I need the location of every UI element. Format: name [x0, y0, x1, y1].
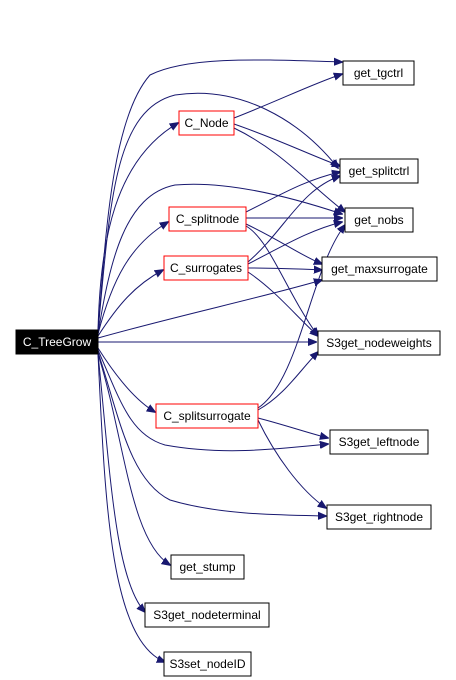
edge-treegrow-to-splitnode — [97, 222, 168, 335]
node-get-nobs-label: get_nobs — [354, 213, 403, 227]
node-get-maxsurrogate-label: get_maxsurrogate — [331, 262, 428, 276]
edge-surrogates-to-s3get-nodeweights — [247, 271, 318, 336]
edge-splitsurrogate-to-s3get-leftnode — [257, 417, 328, 438]
edge-splitnode-to-get-splitctrl — [245, 172, 340, 213]
node-s3get-rightnode-label: S3get_rightnode — [335, 510, 423, 524]
edge-node-to-get-tgctrl — [233, 74, 342, 119]
edge-splitsurrogate-to-s3get-rightnode — [257, 419, 326, 508]
node-s3set-nodeid-label: S3set_nodeID — [169, 657, 245, 671]
edge-treegrow-to-s3get-nodeterminal — [97, 353, 145, 612]
edge-surrogates-to-get-maxsurrogate — [247, 268, 322, 270]
edge-treegrow-to-s3set-nodeid — [97, 353, 165, 662]
node-splitnode[interactable]: C_splitnode — [168, 206, 247, 232]
node-splitsurrogate[interactable]: C_splitsurrogate — [155, 403, 259, 429]
node-s3get-rightnode[interactable]: S3get_rightnode — [326, 504, 432, 530]
edge-treegrow-to-s3get-leftnode — [97, 349, 328, 452]
edge-node-to-get-splitctrl — [233, 123, 340, 166]
node-get-splitctrl-label: get_splitctrl — [349, 164, 410, 178]
edge-treegrow-to-get-splitctrl — [97, 92, 338, 333]
node-get-maxsurrogate[interactable]: get_maxsurrogate — [321, 256, 438, 282]
edge-splitnode-to-s3get-nodeweights — [245, 225, 318, 336]
node-get-stump[interactable]: get_stump — [170, 554, 245, 580]
node-get-tgctrl[interactable]: get_tgctrl — [342, 60, 415, 86]
node-s3set-nodeid[interactable]: S3set_nodeID — [163, 651, 252, 677]
node-splitsurrogate-label: C_splitsurrogate — [163, 409, 251, 423]
edge-splitsurrogate-to-s3get-nodeweights — [257, 352, 318, 411]
edge-treegrow-to-surrogates — [97, 270, 163, 337]
node-s3get-nodeweights[interactable]: S3get_nodeweights — [317, 330, 441, 356]
edge-treegrow-to-get-maxsurrogate — [97, 280, 322, 339]
edge-treegrow-to-splitsurrogate — [97, 347, 155, 412]
edge-surrogates-to-get-splitctrl — [247, 176, 340, 263]
node-splitnode-label: C_splitnode — [176, 212, 240, 226]
node-s3get-leftnode[interactable]: S3get_leftnode — [329, 429, 429, 455]
node-s3get-leftnode-label: S3get_leftnode — [339, 435, 420, 449]
node-c-node-label: C_Node — [184, 116, 228, 130]
edge-treegrow-to-get-stump — [97, 353, 170, 565]
node-get-nobs[interactable]: get_nobs — [344, 207, 414, 233]
node-s3get-nodeweights-label: S3get_nodeweights — [326, 336, 431, 350]
node-surrogates[interactable]: C_surrogates — [163, 255, 249, 281]
node-get-splitctrl[interactable]: get_splitctrl — [339, 158, 419, 184]
edge-splitnode-to-get-maxsurrogate — [245, 223, 322, 264]
node-get-stump-label: get_stump — [179, 560, 235, 574]
edge-surrogates-to-get-nobs — [247, 222, 342, 265]
edge-treegrow-to-s3get-rightnode — [97, 351, 326, 516]
edges — [97, 60, 345, 662]
edge-node-to-get-nobs — [233, 127, 345, 212]
edge-treegrow-to-get-nobs — [97, 183, 342, 335]
node-tree-grow-label: C_TreeGrow — [23, 335, 92, 349]
edge-treegrow-to-node — [97, 123, 178, 333]
node-tree-grow[interactable]: C_TreeGrow — [15, 329, 99, 355]
node-surrogates-label: C_surrogates — [170, 261, 242, 275]
node-s3get-nodeterminal[interactable]: S3get_nodeterminal — [144, 602, 270, 628]
edge-splitsurrogate-to-get-nobs — [257, 225, 345, 409]
node-s3get-nodeterminal-label: S3get_nodeterminal — [153, 608, 260, 622]
node-get-tgctrl-label: get_tgctrl — [354, 66, 403, 80]
node-c-node[interactable]: C_Node — [178, 110, 235, 136]
nodes: C_TreeGrow C_Node C_splitnode C_surrogat… — [15, 60, 441, 677]
